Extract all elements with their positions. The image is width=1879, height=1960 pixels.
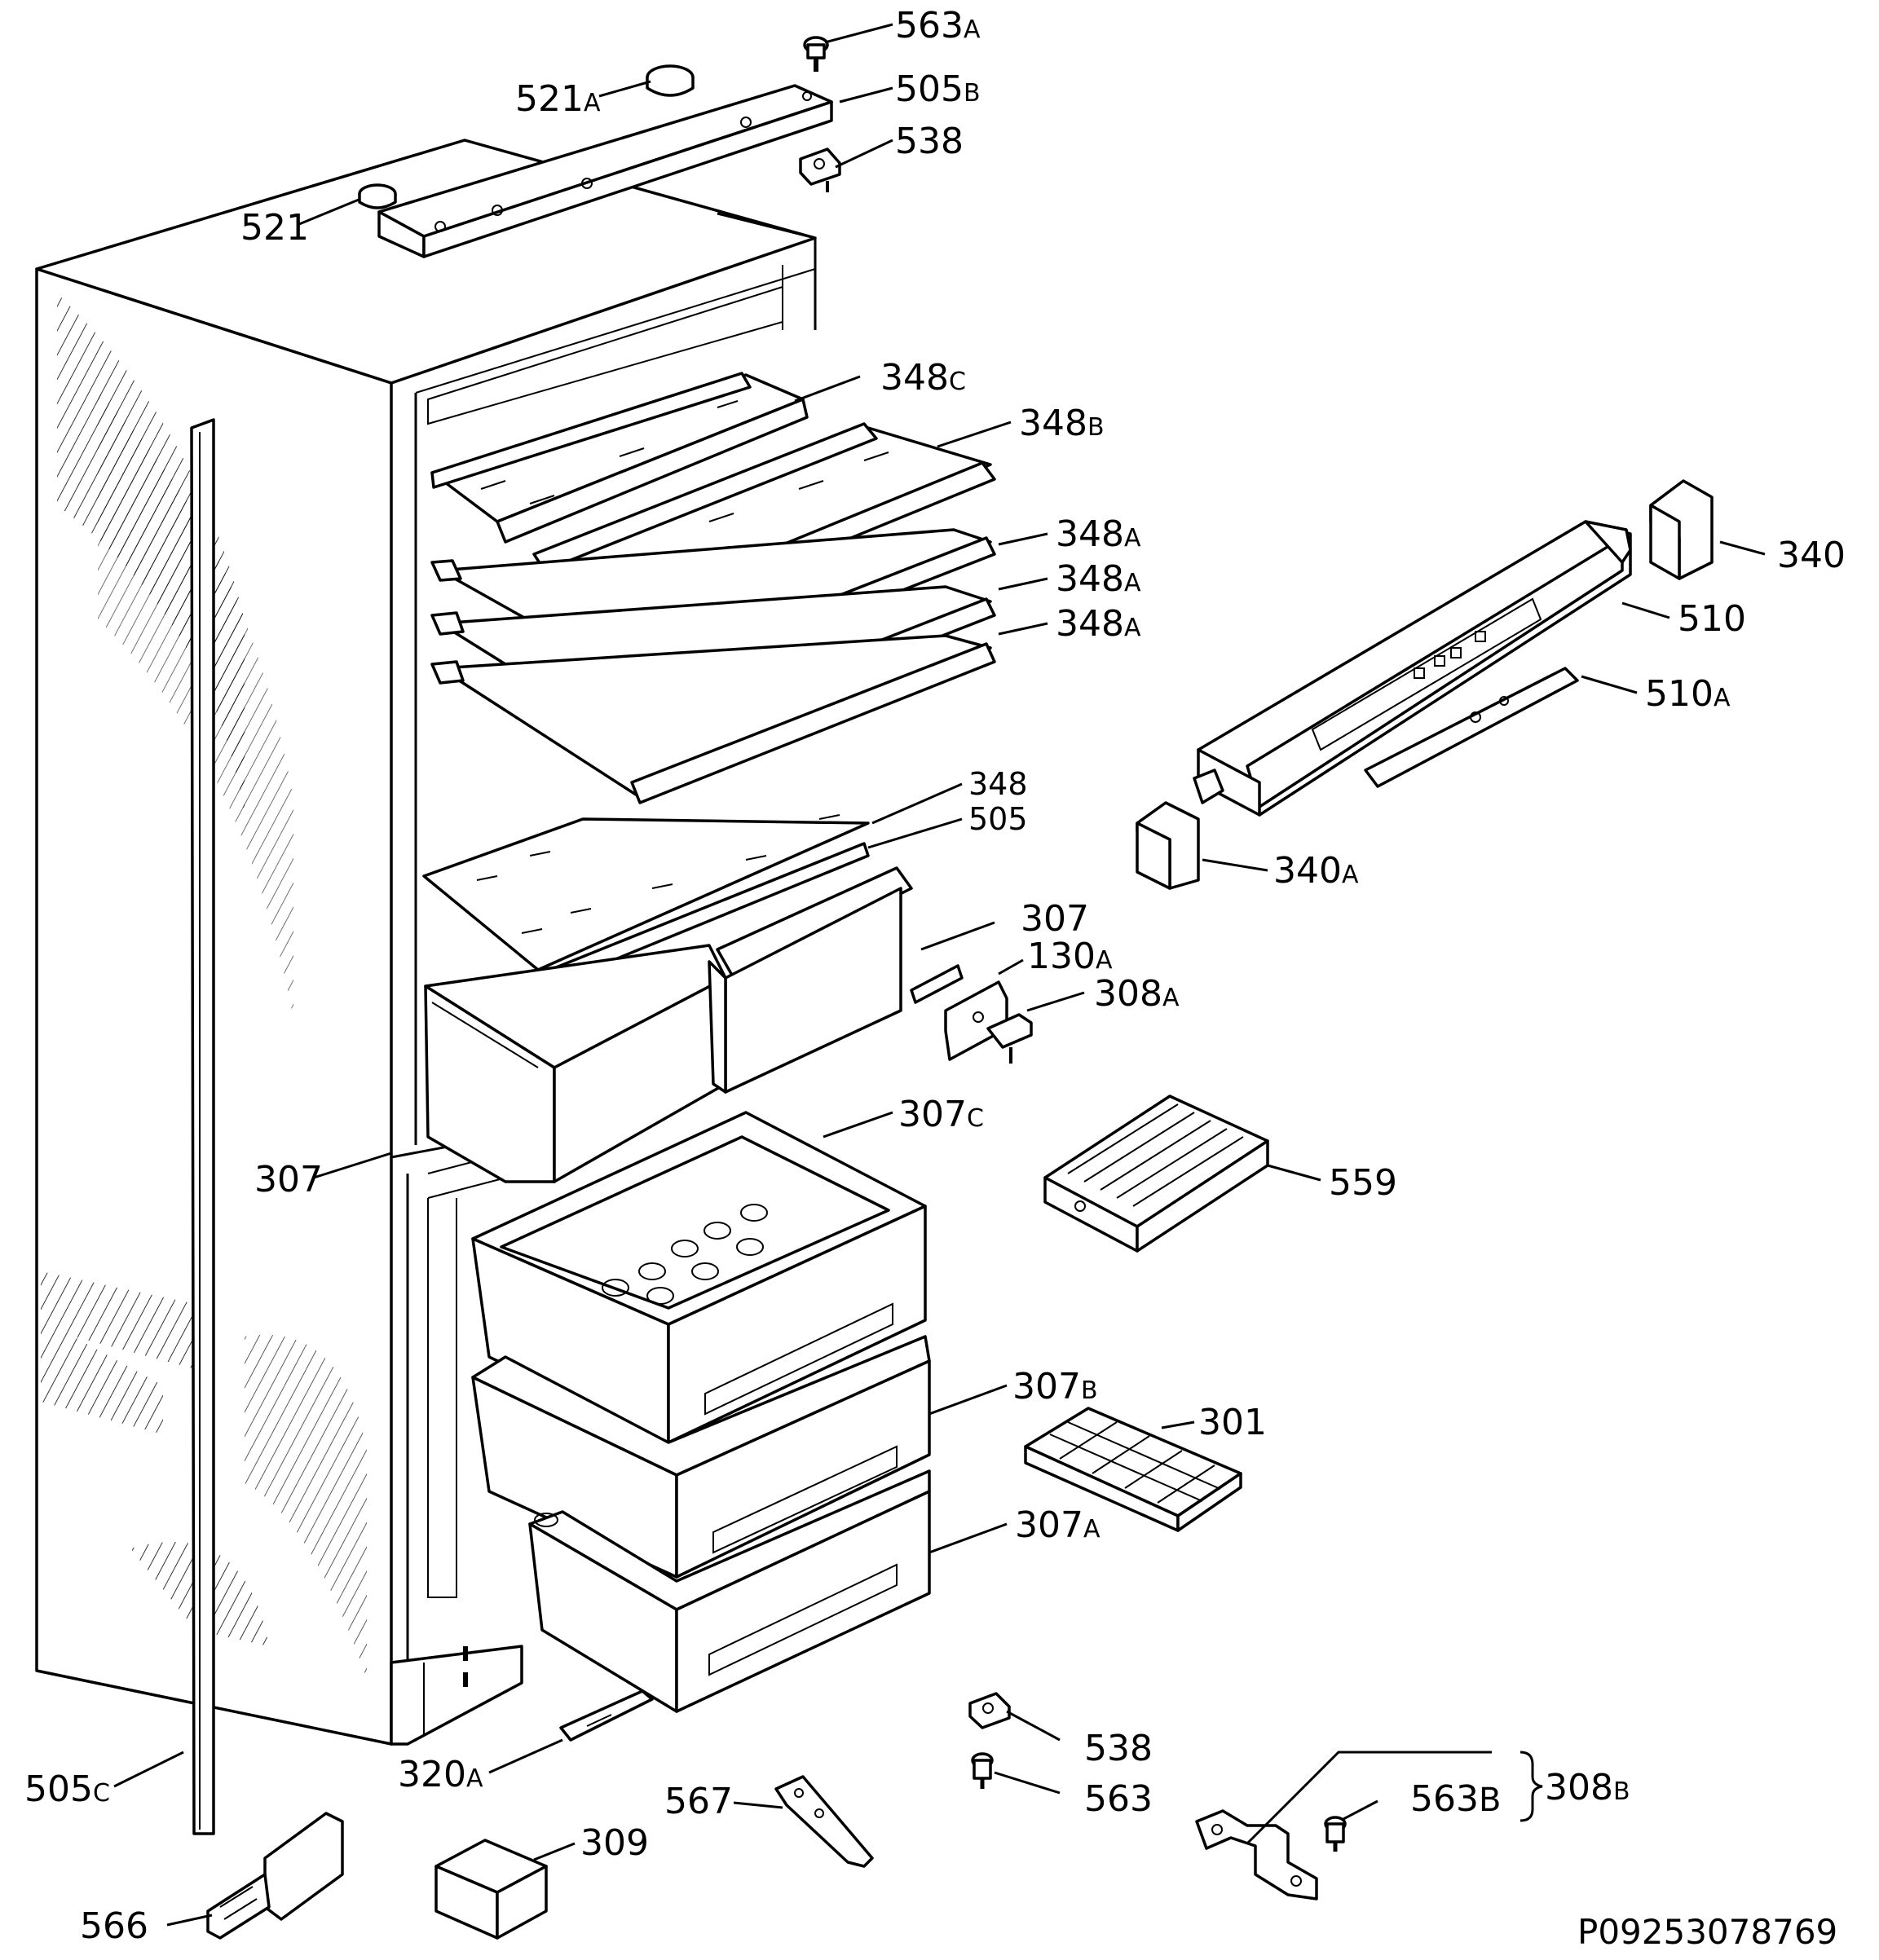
crisper-box-307-left [424, 944, 727, 1183]
label-538-bottom: 538 [1084, 1728, 1153, 1769]
label-505b: 505B [895, 68, 981, 110]
drawer-307c [471, 1111, 927, 1444]
ice-tray-301 [1024, 1407, 1242, 1532]
label-521: 521 [240, 207, 309, 249]
label-563a: 563A [895, 5, 981, 46]
label-340: 340 [1777, 535, 1846, 576]
box-309 [434, 1839, 548, 1940]
cap-521a [646, 64, 695, 97]
screw-563a [803, 36, 829, 72]
hinge-pin-538-top [799, 148, 841, 192]
end-cap-340a [1136, 801, 1200, 890]
hinge-pin-538-bottom [968, 1692, 1011, 1729]
light-cover-510a [1364, 667, 1579, 788]
label-320a: 320A [398, 1754, 483, 1795]
label-510a: 510A [1645, 673, 1731, 715]
label-340a: 340A [1273, 850, 1359, 892]
label-505: 505 [968, 801, 1028, 837]
accessory-559 [1043, 1095, 1269, 1253]
label-505c: 505C [24, 1768, 110, 1810]
screw-563b [1324, 1816, 1347, 1852]
key-566 [206, 1812, 344, 1940]
hinge-130a [944, 980, 1008, 1061]
shelf-348a-3 [430, 634, 996, 804]
screw-563 [971, 1752, 994, 1789]
part-567 [774, 1775, 874, 1868]
shelf-348c [430, 372, 809, 544]
glass-plate-348 [422, 814, 870, 971]
runner-320a [559, 1689, 654, 1742]
label-307b: 307B [1012, 1366, 1098, 1407]
label-567: 567 [664, 1781, 733, 1822]
drawer-307b [471, 1335, 931, 1579]
brace-308b [1520, 1751, 1543, 1822]
hinge-308a [986, 1013, 1033, 1064]
label-348a-3: 348A [1056, 603, 1141, 645]
drawer-307a [528, 1469, 931, 1713]
drawing-code: P09253078769 [1577, 1912, 1837, 1952]
label-559: 559 [1329, 1162, 1397, 1204]
label-563: 563 [1084, 1778, 1153, 1820]
label-348b: 348B [1019, 403, 1105, 444]
label-521a: 521A [515, 78, 601, 120]
label-566: 566 [80, 1905, 148, 1947]
label-510: 510 [1678, 598, 1746, 640]
bracket-307 [910, 964, 964, 1004]
label-348a-1: 348A [1056, 513, 1141, 555]
part-labels: 563A 521A 505B 538 521 348C 348B 348A 34… [24, 5, 1846, 1947]
label-348c: 348C [880, 357, 966, 399]
label-348: 348 [968, 766, 1028, 802]
label-308a: 308A [1094, 973, 1180, 1015]
label-130a: 130A [1027, 936, 1113, 977]
label-563b: 563B [1410, 1778, 1501, 1820]
door-seal-505c [190, 418, 215, 1835]
label-348a-2: 348A [1056, 558, 1141, 600]
label-307c: 307C [898, 1094, 984, 1135]
label-308b: 308B [1545, 1767, 1630, 1808]
label-301: 301 [1198, 1402, 1267, 1443]
hinge-plate-308b [1195, 1809, 1318, 1901]
label-309: 309 [580, 1822, 649, 1864]
label-307-top: 307 [1021, 898, 1089, 940]
crisper-box-307-right [708, 866, 913, 1094]
cap-521 [358, 183, 397, 209]
top-hinge-bar-505b [377, 84, 833, 258]
leader-lines [113, 23, 1766, 1927]
control-panel-510 [1193, 520, 1632, 817]
end-cap-340 [1649, 479, 1714, 580]
label-307a: 307A [1015, 1504, 1100, 1546]
label-307-left: 307 [254, 1159, 323, 1200]
label-538-top: 538 [895, 121, 964, 162]
